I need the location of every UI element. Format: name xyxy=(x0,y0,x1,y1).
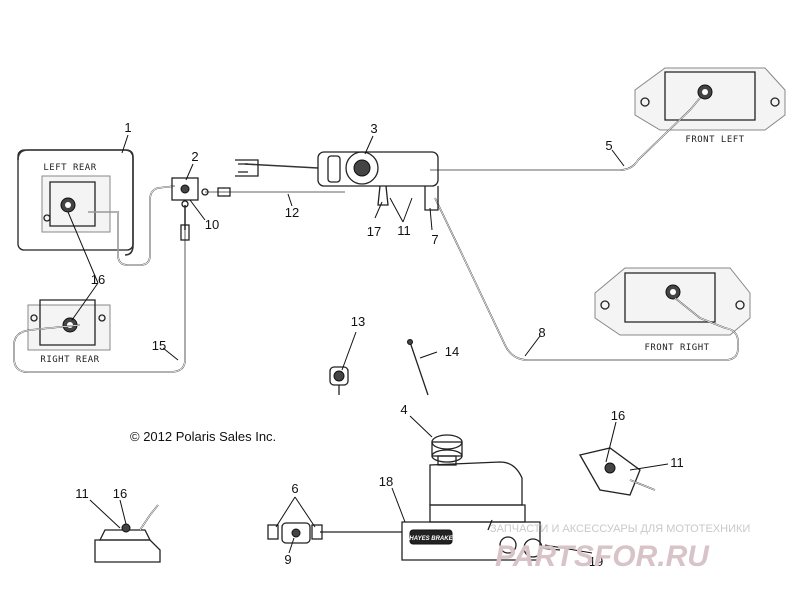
watermark-site: PARTSFOR.RU xyxy=(495,540,710,573)
master-cylinder: HAYES BRAKE xyxy=(320,434,561,561)
leader-lines xyxy=(67,134,669,554)
callout-8: 8 xyxy=(538,325,545,340)
right-rear-caliper xyxy=(27,299,111,351)
small-caliper-right xyxy=(579,447,656,496)
callout-14: 14 xyxy=(445,344,459,359)
callout-11-switch: 11 xyxy=(397,223,411,238)
callout-19: 19 xyxy=(589,554,603,569)
front-left-caliper xyxy=(634,67,786,131)
callout-5: 5 xyxy=(605,138,612,153)
callout-13: 13 xyxy=(351,314,365,329)
callout-18: 18 xyxy=(379,474,393,489)
callout-16-bottom-left: 16 xyxy=(113,486,127,501)
label-front-left: FRONT LEFT xyxy=(685,135,744,145)
brake-line-left-rear xyxy=(17,149,176,266)
callout-4: 4 xyxy=(400,402,407,417)
brake-line-front-left xyxy=(430,97,701,171)
label-left-rear: LEFT REAR xyxy=(43,163,96,173)
brake-line-front-right xyxy=(434,197,739,361)
watermark-tagline: ЗАПЧАСТИ И АКСЕССУАРЫ ДЛЯ МОТОТЕХНИКИ xyxy=(490,523,750,535)
front-right-caliper xyxy=(594,267,751,336)
watermark: ЗАПЧАСТИ И АКСЕССУАРЫ ДЛЯ МОТОТЕХНИКИ PA… xyxy=(490,523,750,573)
callout-6: 6 xyxy=(291,481,298,496)
brake-switch-assembly xyxy=(235,151,439,211)
callout-16-rear: 16 xyxy=(91,272,105,287)
callout-1: 1 xyxy=(124,120,131,135)
brake-line-fitting-10 xyxy=(180,224,190,241)
callout-12: 12 xyxy=(285,205,299,220)
callout-11-bottom-left: 11 xyxy=(75,486,89,501)
clevis-part-6 xyxy=(267,522,323,544)
callout-9: 9 xyxy=(284,552,291,567)
callout-16-right: 16 xyxy=(611,408,625,423)
label-front-right: FRONT RIGHT xyxy=(644,343,709,353)
callout-10: 10 xyxy=(205,217,219,232)
brake-line-right-rear xyxy=(13,205,186,373)
pin-part-14 xyxy=(407,339,429,396)
callout-15: 15 xyxy=(152,338,166,353)
callout-2: 2 xyxy=(191,149,198,164)
callout-17: 17 xyxy=(367,224,381,239)
callout-7: 7 xyxy=(431,232,438,247)
cylinder-brand-label: HAYES BRAKE xyxy=(409,536,453,542)
callout-3: 3 xyxy=(370,121,377,136)
left-rear-caliper xyxy=(17,149,134,251)
copyright-notice: © 2012 Polaris Sales Inc. xyxy=(130,429,276,444)
small-caliper-bottom-left xyxy=(94,504,161,563)
clip-part-13 xyxy=(329,366,349,395)
callout-numbers: 1 2 3 4 5 6 7 8 9 10 11 11 11 12 13 14 1… xyxy=(75,120,684,569)
label-right-rear: RIGHT REAR xyxy=(40,355,99,365)
position-labels: LEFT REAR RIGHT REAR FRONT LEFT FRONT RI… xyxy=(40,135,744,365)
junction-block xyxy=(171,177,209,208)
brake-line-junction xyxy=(205,187,345,197)
callout-11-right: 11 xyxy=(670,455,684,470)
